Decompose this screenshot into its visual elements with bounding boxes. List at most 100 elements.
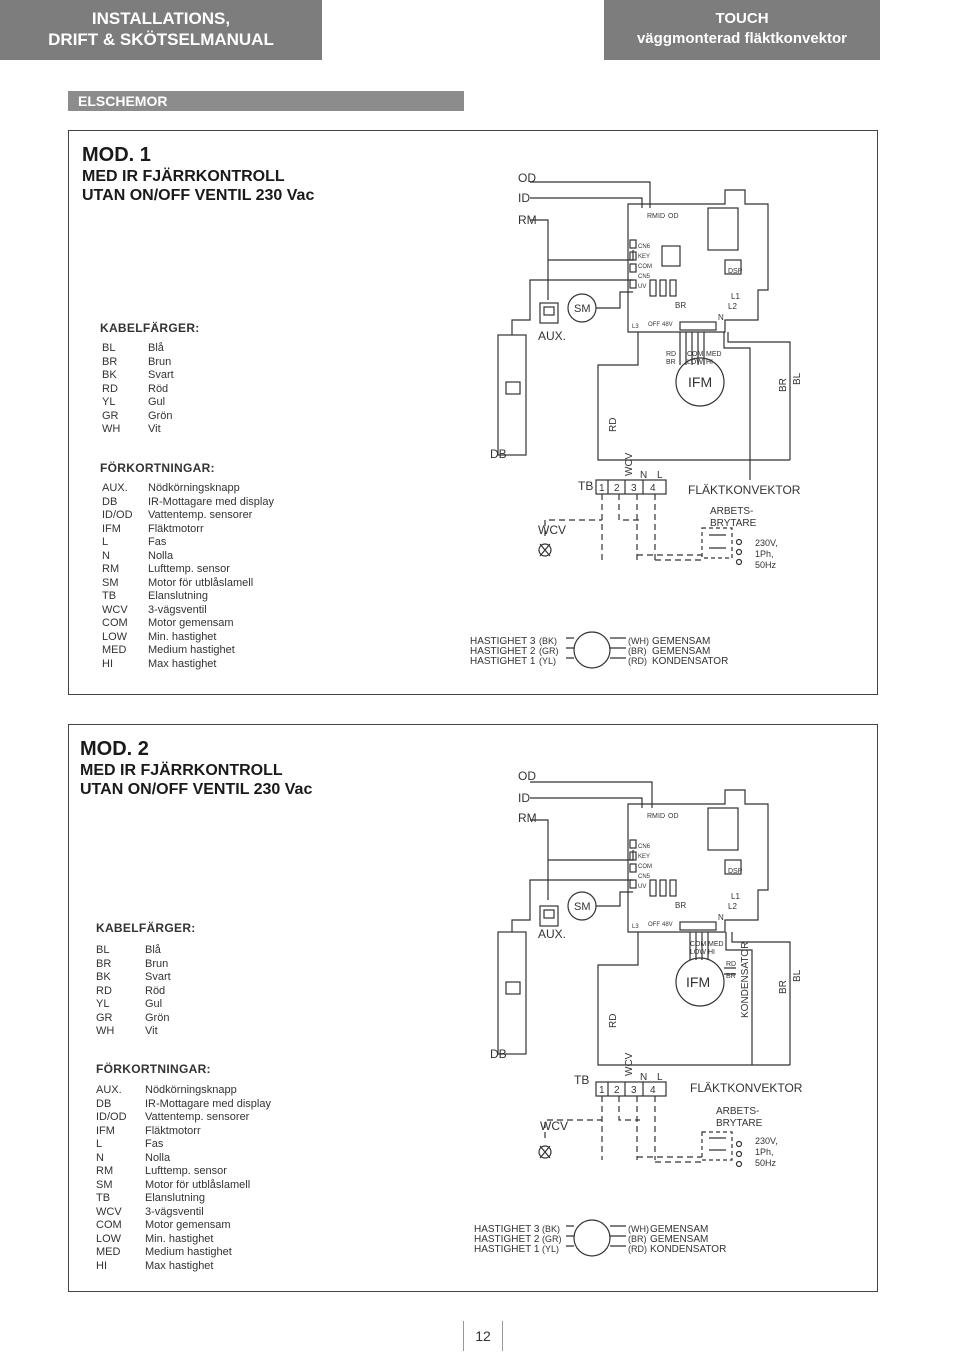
legend-description: Vit — [145, 1025, 158, 1037]
terminal-4: 4 — [650, 1085, 656, 1096]
mod2-abbreviations-heading: FÖRKORTNINGAR: — [96, 1062, 211, 1076]
mod2-subtitle1: MED IR FJÄRRKONTROLL — [80, 762, 283, 779]
pcb-key: KEY — [638, 854, 650, 860]
terminal-l: L — [657, 470, 663, 481]
pcb-br: BR — [675, 301, 686, 310]
pcb-rm: RM — [647, 813, 658, 820]
mod1-subtitle1: MED IR FJÄRRKONTROLL — [82, 168, 285, 185]
pcb-cn6: CN6 — [638, 844, 651, 850]
label-ifm: IFM — [686, 974, 710, 990]
legend-code: AUX. — [102, 482, 128, 494]
mod1-cable-colors-heading: KABELFÄRGER: — [100, 321, 200, 335]
label-br: BR — [778, 378, 789, 392]
pcb-l2: L2 — [728, 902, 737, 911]
legend-description: 3-vägsventil — [145, 1205, 204, 1218]
label-gr: (GR) — [539, 646, 559, 656]
wire-med: MED — [706, 351, 722, 358]
terminal-3: 3 — [631, 483, 637, 494]
terminal-4: 4 — [650, 483, 656, 494]
pcb-l3: L3 — [632, 924, 639, 930]
wire-hi: HI — [708, 949, 715, 956]
pcb-od: OD — [668, 813, 679, 820]
wire-rd: RD — [726, 961, 736, 968]
legend-code: DB — [102, 495, 118, 508]
legend-description: Brun — [145, 957, 169, 970]
legend-code: L — [102, 536, 109, 548]
legend-code: YL — [96, 998, 110, 1010]
legend-row: AUX.Nödkörningsknapp — [102, 482, 274, 496]
label-db: DB — [490, 447, 507, 461]
label-kond: KONDENSATOR — [650, 1244, 726, 1255]
label-tb: TB — [574, 1073, 589, 1087]
legend-code: TB — [102, 590, 117, 602]
terminal-1: 1 — [599, 1085, 605, 1096]
legend-row: BR Brun — [96, 958, 171, 972]
legend-row: TB Elanslutning — [102, 590, 274, 604]
label-od: OD — [518, 769, 536, 783]
legend-code: HI — [96, 1259, 107, 1272]
legend-description: Fläktmotorr — [145, 1124, 201, 1137]
legend-description: IR-Mottagare med display — [145, 1097, 271, 1110]
terminal-l: L — [657, 1072, 663, 1083]
legend-code: SM — [102, 576, 119, 589]
label-supply-2: 1Ph, — [755, 1147, 774, 1157]
label-od: OD — [518, 171, 536, 185]
legend-code: GR — [102, 409, 119, 422]
label-tb: TB — [578, 479, 593, 493]
legend-code: RD — [96, 984, 112, 997]
wire-rd: RD — [666, 351, 676, 358]
pcb-l1: L1 — [731, 292, 740, 301]
header-product-line2: väggmonterad fläktkonvektor — [636, 30, 848, 47]
legend-description: Blå — [148, 342, 164, 354]
label-aux: AUX. — [538, 329, 566, 343]
legend-description: Elanslutning — [145, 1192, 205, 1204]
mod2-title-text: MOD. 2 — [80, 738, 149, 760]
legend-description: Nolla — [148, 549, 174, 562]
wire-br: BR — [666, 359, 676, 366]
label-yl: (YL) — [539, 656, 556, 666]
label-wcv: WCV — [540, 1119, 568, 1133]
legend-code: L — [96, 1138, 103, 1150]
legend-description: Motor gemensam — [148, 617, 234, 629]
legend-description: Motor gemensam — [145, 1219, 231, 1231]
legend-code: WCV — [96, 1205, 122, 1218]
legend-code: TB — [96, 1192, 111, 1204]
legend-description: Min. hastighet — [148, 630, 217, 643]
legend-description: Brun — [148, 355, 172, 368]
legend-description: Grön — [148, 409, 173, 422]
legend-description: Elanslutning — [148, 590, 208, 602]
section-title: ELSCHEMOR — [68, 91, 464, 111]
mod1-title-text: MOD. 1 — [82, 144, 151, 166]
wire-med: MED — [708, 941, 724, 948]
legend-code: BL — [96, 944, 110, 956]
pcb-rm: RM — [647, 213, 658, 220]
legend-code: DB — [96, 1097, 112, 1110]
label-kondensator-vertical: KONDENSATOR — [740, 942, 751, 1018]
label-supply-3: 50Hz — [755, 560, 777, 570]
label-h2: HASTIGHET 2 — [474, 1234, 540, 1245]
legend-description: Fas — [148, 536, 167, 548]
legend-description: Gul — [148, 396, 166, 408]
label-bk: (BK) — [539, 636, 557, 646]
label-bk: (BK) — [542, 1224, 560, 1234]
legend-description: Lufttemp. sensor — [145, 1165, 227, 1177]
legend-code: BR — [96, 957, 112, 970]
pcb-cn5: CN5 — [638, 274, 651, 280]
label-wcv: WCV — [538, 523, 566, 537]
pcb-dsp: DSP — [728, 268, 743, 275]
label-switch-2: BRYTARE — [716, 1118, 763, 1129]
label-gem2: GEMENSAM — [650, 1234, 708, 1245]
label-gem1: GEMENSAM — [650, 1224, 708, 1235]
terminal-1: 1 — [599, 483, 605, 494]
pcb-br: BR — [675, 901, 686, 910]
